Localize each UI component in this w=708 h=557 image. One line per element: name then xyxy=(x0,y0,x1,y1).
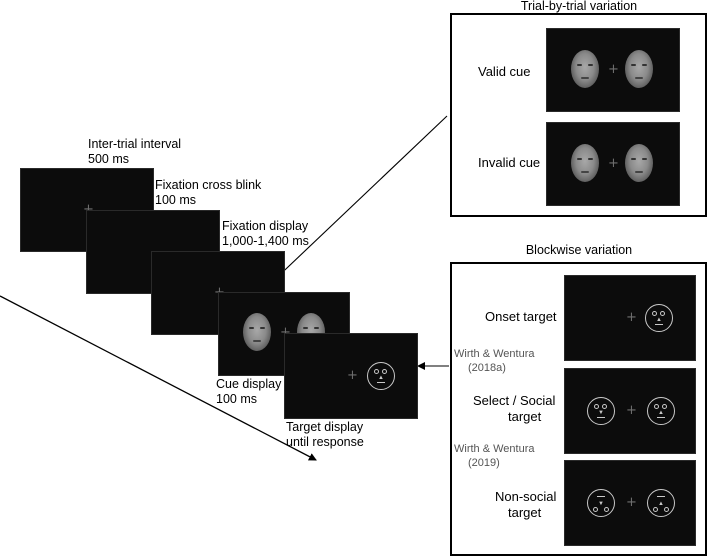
fixation-label: Fixation display xyxy=(222,219,309,233)
onset-target-label: Onset target xyxy=(485,309,557,324)
fixation-cross: + xyxy=(626,495,637,510)
face-left xyxy=(571,144,599,182)
invalid-cue-screen: + xyxy=(546,122,680,206)
block-panel-title: Blockwise variation xyxy=(525,243,633,257)
schematic-face: ▼ xyxy=(587,397,615,425)
face-left xyxy=(571,50,599,88)
ref1-line2: (2018a) xyxy=(468,362,506,374)
schematic-shape: ▲ xyxy=(647,489,675,517)
blink-time: 100 ms xyxy=(155,193,196,207)
iti-time: 500 ms xyxy=(88,152,129,166)
fixation-cross: + xyxy=(608,62,619,77)
trial-panel-title: Trial-by-trial variation xyxy=(520,0,638,13)
fixation-time: 1,000-1,400 ms xyxy=(222,234,309,248)
face-right xyxy=(625,50,653,88)
ref2-line2: (2019) xyxy=(468,457,500,469)
schematic-face: ▲ xyxy=(367,362,395,390)
iti-label: Inter-trial interval xyxy=(88,137,182,151)
cue-time: 100 ms xyxy=(216,392,257,406)
ref1-line1: Wirth & Wentura xyxy=(454,348,535,360)
select-social-label-1: Select / Social xyxy=(473,393,556,408)
schematic-face: ▲ xyxy=(647,397,675,425)
target-screen: + ▲ xyxy=(284,333,418,419)
select-social-target-screen: ▼ + ▲ xyxy=(564,368,696,454)
face-left xyxy=(243,313,271,351)
ref2-line1: Wirth & Wentura xyxy=(454,443,535,455)
valid-cue-screen: + xyxy=(546,28,680,112)
fixation-cross: + xyxy=(608,156,619,171)
nonsocial-label-2: target xyxy=(508,505,542,520)
schematic-face: ▲ xyxy=(645,304,673,332)
valid-cue-label: Valid cue xyxy=(478,64,531,79)
fixation-cross: + xyxy=(626,310,637,325)
target-label: Target display xyxy=(286,420,364,434)
trial-variation-arrow xyxy=(267,115,448,287)
face-right xyxy=(625,144,653,182)
time-arrow xyxy=(0,295,317,461)
invalid-cue-label: Invalid cue xyxy=(478,155,541,170)
nonsocial-target-screen: ▼ + ▲ xyxy=(564,460,696,546)
blink-label: Fixation cross blink xyxy=(155,178,262,192)
fixation-cross: + xyxy=(83,203,94,216)
onset-target-screen: + ▲ xyxy=(564,275,696,361)
target-time: until response xyxy=(286,435,364,449)
nonsocial-label-1: Non-social xyxy=(495,489,557,504)
fixation-cross: + xyxy=(280,326,291,339)
schematic-shape: ▼ xyxy=(587,489,615,517)
cue-label: Cue display xyxy=(216,377,282,391)
fixation-cross: + xyxy=(347,368,358,383)
select-social-label-2: target xyxy=(508,409,542,424)
fixation-cross: + xyxy=(626,403,637,418)
